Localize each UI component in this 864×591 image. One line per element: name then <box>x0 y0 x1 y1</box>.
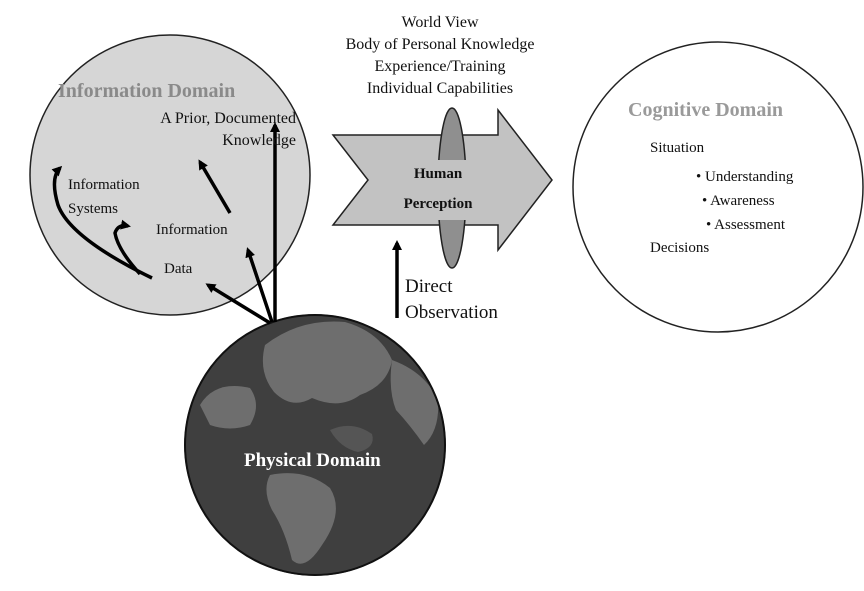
physical-domain-title: Physical Domain <box>244 450 381 471</box>
information-systems-label: Information Systems <box>68 173 140 221</box>
bullet-awareness: • Awareness <box>702 193 775 209</box>
direct-observation-line-2: Observation <box>405 302 498 323</box>
situation-label: Situation <box>650 140 705 156</box>
arrow-data-to-information <box>113 219 142 276</box>
prior-knowledge-line-2: Knowledge <box>222 132 296 149</box>
arrow-label-backdrop <box>392 160 484 220</box>
situation-bullets: • Understanding • Awareness • Assessment <box>696 165 793 237</box>
cognitive-domain-title: Cognitive Domain <box>628 99 783 121</box>
cognitive-domain-circle <box>572 41 864 333</box>
information-label: Information <box>156 222 228 238</box>
world-view-list: World View Body of Personal Knowledge Ex… <box>300 12 580 100</box>
human-perception-label: Human Perception <box>389 159 487 219</box>
arrow-data-to-systems <box>51 165 153 280</box>
arrow-to-information <box>245 247 274 323</box>
human-perception-line-1: Human <box>413 166 463 182</box>
bullet-assessment: • Assessment <box>706 217 786 233</box>
globe <box>184 314 446 576</box>
information-domain-circle <box>29 34 311 316</box>
direct-observation-line-1: Direct <box>405 276 453 297</box>
data-label: Data <box>164 261 193 277</box>
arrow-to-data <box>205 283 271 325</box>
information-domain-title: Information Domain <box>58 80 236 102</box>
prior-knowledge-label: A Prior, Documented Knowledge <box>96 108 296 152</box>
world-view-line-2: Body of Personal Knowledge <box>345 36 535 53</box>
prior-knowledge-line-1: A Prior, Documented <box>160 110 296 127</box>
bullet-understanding: • Understanding <box>696 169 794 185</box>
information-systems-line-1: Information <box>68 177 140 193</box>
decisions-label: Decisions <box>650 240 710 256</box>
direct-observation-label: Direct Observation <box>405 274 498 326</box>
arrow-information-to-knowledge <box>198 159 232 214</box>
information-systems-line-2: Systems <box>68 201 119 217</box>
human-perception-line-2: Perception <box>403 196 473 212</box>
world-view-line-4: Individual Capabilities <box>366 80 514 97</box>
world-view-line-3: Experience/Training <box>374 58 506 75</box>
world-view-line-1: World View <box>401 14 479 31</box>
